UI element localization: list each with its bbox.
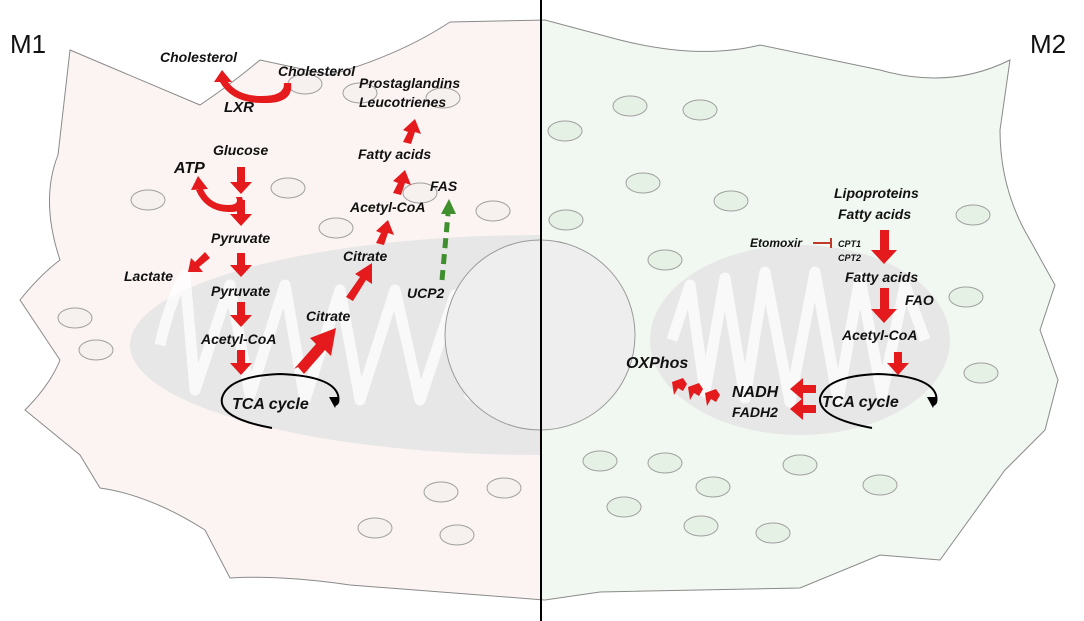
arrow-tca-to-citrate-mito (294, 328, 336, 374)
label-lipoproteins: Lipoproteins (834, 185, 919, 201)
cholesterol-efflux-arrowhead (214, 70, 232, 82)
label-fao: FAO (905, 292, 934, 308)
m2-labels: Lipoproteins Fatty acids Etomoxir CPT1 C… (626, 185, 934, 420)
label-cpt1: CPT1 (838, 239, 861, 249)
arrow-pyruvate-to-acetylcoa (230, 302, 252, 327)
arrow-fattyacids-to-prostaglandins (403, 119, 421, 144)
label-pyruvate-cyto: Pyruvate (211, 230, 270, 246)
label-glucose: Glucose (213, 142, 268, 158)
label-cpt2: CPT2 (838, 253, 861, 263)
arrow-citrate-mito-to-cyto (346, 263, 372, 301)
m1-tca-cycle-loop (220, 372, 340, 429)
arrow-acetylcoa-to-tca-m2 (887, 352, 909, 375)
label-lxr: LXR (224, 99, 254, 116)
label-citrate-mito: Citrate (306, 308, 351, 324)
label-cholesterol-out: Cholesterol (160, 49, 238, 65)
label-acetyl-coa-mito: Acetyl-CoA (200, 331, 276, 347)
label-citrate-cyto: Citrate (343, 248, 388, 264)
label-fadh2: FADH2 (732, 404, 778, 420)
m1-cell-region (19, 19, 541, 601)
m2-panel-title: M2 (1030, 29, 1066, 59)
m1-arrows (188, 70, 421, 375)
arrow-citrate-to-acetylcoa (376, 220, 394, 245)
label-oxphos: OXPhos (626, 355, 688, 372)
label-prostaglandins: Prostaglandins (359, 75, 460, 91)
arrow-ucp2-to-fas-head (441, 199, 456, 214)
arrow-pyruvate-to-lactate (188, 252, 210, 272)
arrow-ucp2-to-fas-dashed (439, 213, 451, 281)
label-nadh: NADH (732, 384, 779, 401)
label-fatty-acids-mito: Fatty acids (845, 269, 918, 285)
m1-vesicles (57, 73, 522, 546)
m2-nucleus (541, 239, 636, 431)
arrow-tca-to-nadh (790, 378, 816, 400)
label-ucp2: UCP2 (407, 285, 445, 301)
arrow-tca-to-fadh2 (790, 398, 816, 420)
m2-tca-cycle-loop (818, 372, 938, 429)
cholesterol-efflux-curve (220, 82, 292, 104)
arrow-acetylcoa-to-fattyacids (393, 170, 411, 195)
m1-panel-title: M1 (10, 29, 46, 59)
m2-cell-region (541, 19, 1059, 601)
label-m1-tca-cycle: TCA cycle (232, 396, 309, 413)
m2-tca-cycle-arrowhead (927, 397, 937, 408)
label-cholesterol-in: Cholesterol (278, 63, 356, 79)
m1-tca-cycle-arrowhead (329, 397, 339, 408)
arrow-fattyacids-to-acetylcoa (871, 288, 897, 323)
label-m2-tca-cycle: TCA cycle (822, 394, 899, 411)
m2-vesicles (547, 95, 999, 544)
m2-arrows (672, 230, 909, 420)
m1-labels: Cholesterol Cholesterol LXR Prostaglandi… (124, 49, 460, 413)
arrow-pyruvate-to-pyruvate-mito (230, 253, 252, 277)
label-atp: ATP (173, 160, 205, 177)
label-fatty-acids: Fatty acids (358, 146, 431, 162)
label-etomoxir: Etomoxir (750, 236, 803, 250)
label-acetyl-coa-cyto: Acetyl-CoA (349, 199, 425, 215)
arrow-acetylcoa-to-tca (230, 350, 252, 375)
label-leucotrienes: Leucotrienes (359, 94, 446, 110)
label-pyruvate-mito: Pyruvate (211, 283, 270, 299)
atp-arrowhead (191, 176, 208, 190)
arrow-fattyacids-down (871, 230, 897, 264)
atp-curve (196, 189, 244, 213)
arrow-glucose-down (230, 167, 252, 194)
label-acetyl-coa-m2: Acetyl-CoA (841, 327, 917, 343)
label-lactate: Lactate (124, 268, 173, 284)
label-fatty-acids-top: Fatty acids (838, 206, 911, 222)
label-fas: FAS (430, 178, 458, 194)
arrow-oxphos-2 (688, 383, 703, 400)
arrow-glucose-to-pyruvate (230, 200, 252, 226)
m2-cristae (666, 266, 931, 408)
arrow-oxphos-3 (672, 378, 687, 395)
arrow-oxphos-1 (705, 389, 720, 406)
